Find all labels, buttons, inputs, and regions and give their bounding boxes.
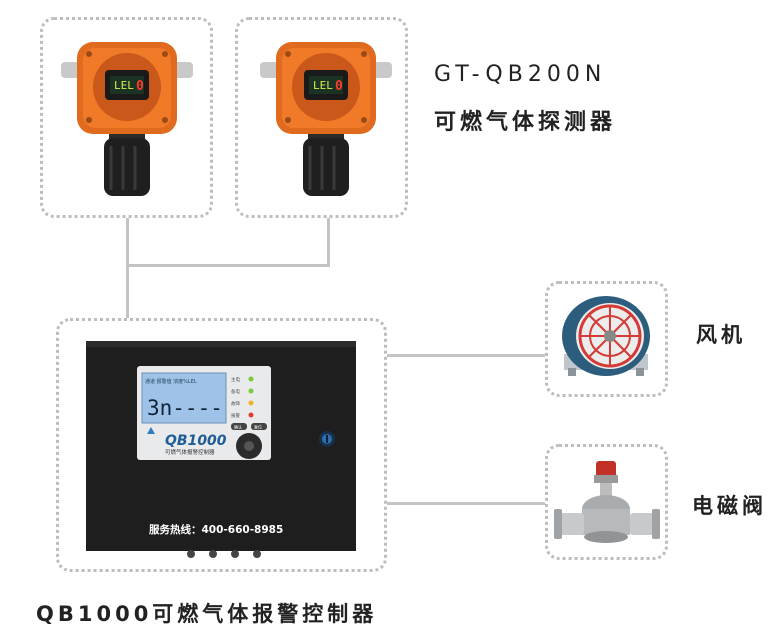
gas-detector-image: LEL 0 (61, 42, 193, 196)
detector-model-label: GT-QB200N (434, 62, 607, 87)
controller-frame: 通道 报警值 浓度%LEL 3n---- 主电 备电 故障 报警 QB1000 … (56, 318, 387, 572)
lcd-reading: 3n---- (147, 396, 223, 420)
fan-frame (545, 281, 668, 397)
detector-display-unit: LEL (114, 79, 134, 92)
led-label-fault: 故障 (231, 400, 240, 407)
controller-name-label: QB1000可燃气体报警控制器 (36, 602, 378, 626)
fan-label: 风机 (696, 323, 746, 347)
controller-panel-image: 通道 报警值 浓度%LEL 3n---- 主电 备电 故障 报警 QB1000 … (86, 341, 356, 558)
valve-label: 电磁阀 (692, 494, 767, 518)
brand-logo-icon (147, 427, 155, 434)
detector-frame-1: LEL 0 (40, 17, 213, 218)
detector-display-unit: LEL (313, 79, 333, 92)
detector-display-value: 0 (335, 79, 343, 94)
solenoid-valve-image (554, 461, 660, 543)
wire-detectors-bus (126, 264, 330, 267)
detector-name-label: 可燃气体探测器 (434, 110, 617, 135)
axial-fan-image (562, 296, 650, 376)
wire-controller-to-fan (386, 354, 548, 357)
lcd-header: 通道 报警值 浓度%LEL (145, 378, 197, 385)
controller-subtitle: 可燃气体报警控制器 (165, 448, 215, 456)
led-label-main-power: 主电 (231, 376, 240, 383)
wire-bus-to-controller (126, 264, 129, 321)
valve-frame (545, 444, 668, 560)
gas-detector-image: LEL 0 (260, 42, 392, 196)
service-hotline: 服务热线：400-660-8985 (149, 523, 283, 536)
led-label-alarm: 报警 (231, 412, 240, 419)
detector-display-value: 0 (136, 79, 144, 94)
led-label-backup-power: 备电 (231, 388, 240, 395)
wire-detector2-down (327, 217, 330, 267)
reset-button-label: 复位 (254, 424, 262, 430)
wire-controller-to-valve (386, 502, 548, 505)
confirm-button-label: 确认 (234, 424, 242, 430)
controller-brand: QB1000 (165, 433, 227, 449)
detector-frame-2: LEL 0 (235, 17, 408, 218)
wire-detector1-down (126, 217, 129, 267)
